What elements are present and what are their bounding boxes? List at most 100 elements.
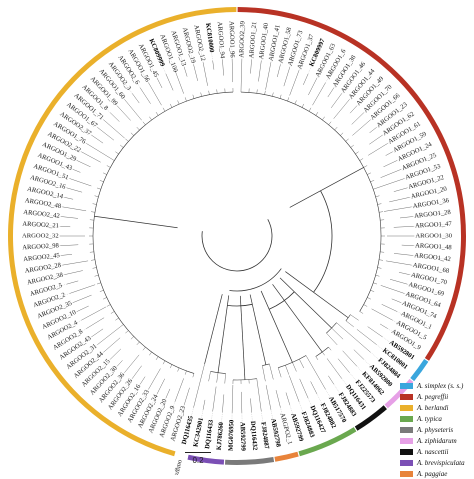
tip-stem — [143, 347, 146, 350]
backbone-arc — [202, 219, 272, 271]
tip-branch — [222, 60, 223, 76]
tip-branch — [381, 285, 405, 293]
tip-stem — [292, 362, 296, 371]
tip-label: ARGOO1_47 — [415, 221, 453, 230]
internal-branch — [218, 295, 229, 372]
tip-branch — [232, 385, 233, 413]
tip-branch — [166, 389, 170, 398]
tip-stem — [170, 104, 172, 108]
tip-stem — [322, 117, 324, 120]
tip-stem — [306, 356, 311, 365]
tip-stem — [137, 127, 140, 130]
tip-stem — [269, 364, 273, 380]
tip-stem — [370, 290, 374, 292]
internal-branch — [280, 278, 332, 328]
tip-stem — [280, 95, 281, 99]
tip-stem — [201, 364, 205, 380]
tip-branch — [389, 197, 409, 202]
tip-stem — [100, 290, 104, 292]
tip-branch — [392, 299, 401, 303]
tip-branch — [110, 349, 121, 359]
tip-branch — [184, 67, 187, 77]
tip-branch — [97, 327, 120, 345]
legend-item: A. berlandi — [400, 402, 474, 413]
tip-stem — [373, 283, 377, 284]
tip-branch — [386, 261, 412, 265]
tip-label: FJ824887 — [259, 422, 270, 451]
tip-stem — [287, 97, 288, 101]
tip-stem — [326, 333, 337, 345]
tip-stem — [115, 318, 118, 320]
tip-branch — [149, 369, 161, 390]
tip-stem — [178, 368, 180, 372]
tip-branch — [77, 160, 91, 166]
tip-stem — [93, 267, 97, 268]
tip-branch — [194, 64, 198, 80]
tip-stem — [257, 89, 258, 93]
tip-branch — [213, 387, 216, 412]
tip-stem — [376, 196, 380, 197]
tip-branch — [241, 392, 242, 413]
tip-branch — [73, 169, 80, 172]
backbone-arc — [314, 191, 332, 292]
tip-stem — [156, 357, 158, 360]
outgroup-label: outgroup — [171, 459, 184, 475]
legend-swatch — [400, 405, 413, 411]
tip-branch — [400, 217, 413, 218]
tip-stem — [115, 152, 118, 154]
tip-branch — [61, 254, 72, 255]
tip-stem — [125, 331, 128, 334]
backbone-arc — [227, 304, 252, 306]
tip-branch — [77, 306, 89, 312]
tip-branch — [290, 70, 299, 95]
tip-branch — [73, 295, 92, 303]
tip-label: KJ786260 — [216, 421, 225, 450]
tip-stem — [285, 365, 289, 374]
internal-branch — [250, 295, 266, 365]
tip-label: DQ116433 — [204, 419, 215, 450]
scale-bar-label: 0.2 — [184, 456, 212, 465]
legend-swatch — [400, 471, 413, 477]
tip-stem — [97, 188, 101, 189]
tip-stem — [332, 328, 343, 339]
tip-branch — [328, 88, 334, 97]
outgroup-marker: outgroup — [171, 459, 184, 475]
legend-label: A. nascettii — [417, 448, 449, 456]
tip-stem — [97, 283, 101, 284]
tip-branch — [402, 245, 414, 246]
tip-branch — [117, 360, 122, 366]
tip-branch — [140, 88, 150, 104]
tip-branch — [67, 188, 82, 192]
tip-stem — [364, 305, 368, 307]
tip-branch — [60, 226, 70, 227]
tip-stem — [346, 321, 354, 327]
tip-stem — [367, 297, 371, 299]
tip-branch — [303, 74, 308, 85]
tip-stem — [299, 359, 304, 368]
tip-stem — [360, 158, 363, 160]
tip-branch — [70, 179, 92, 186]
tip-stem — [149, 117, 151, 120]
clade-ring-segment — [274, 452, 298, 462]
tip-stem — [163, 108, 165, 111]
tip-stem — [378, 204, 382, 205]
tip-branch — [117, 106, 131, 121]
tip-stem — [335, 127, 338, 130]
tip-branch — [390, 279, 407, 284]
tip-branch — [92, 135, 104, 143]
tip-branch — [110, 113, 119, 122]
tip-branch — [61, 217, 78, 219]
tip-stem — [316, 112, 318, 115]
legend-label: A. berlandi — [417, 404, 449, 412]
backbone-arc — [269, 292, 294, 309]
clade-arc — [241, 92, 381, 311]
tip-branch — [334, 99, 350, 118]
tip-branch — [338, 359, 349, 373]
tip-label: KC810000 — [204, 23, 215, 54]
tip-label: ARGOO2_21 — [22, 221, 59, 230]
tip-label: ARGOO1_42 — [414, 252, 451, 263]
tip-branch — [354, 350, 364, 360]
tip-stem — [149, 352, 151, 355]
tip-branch — [386, 152, 393, 156]
tip-branch — [266, 385, 271, 410]
